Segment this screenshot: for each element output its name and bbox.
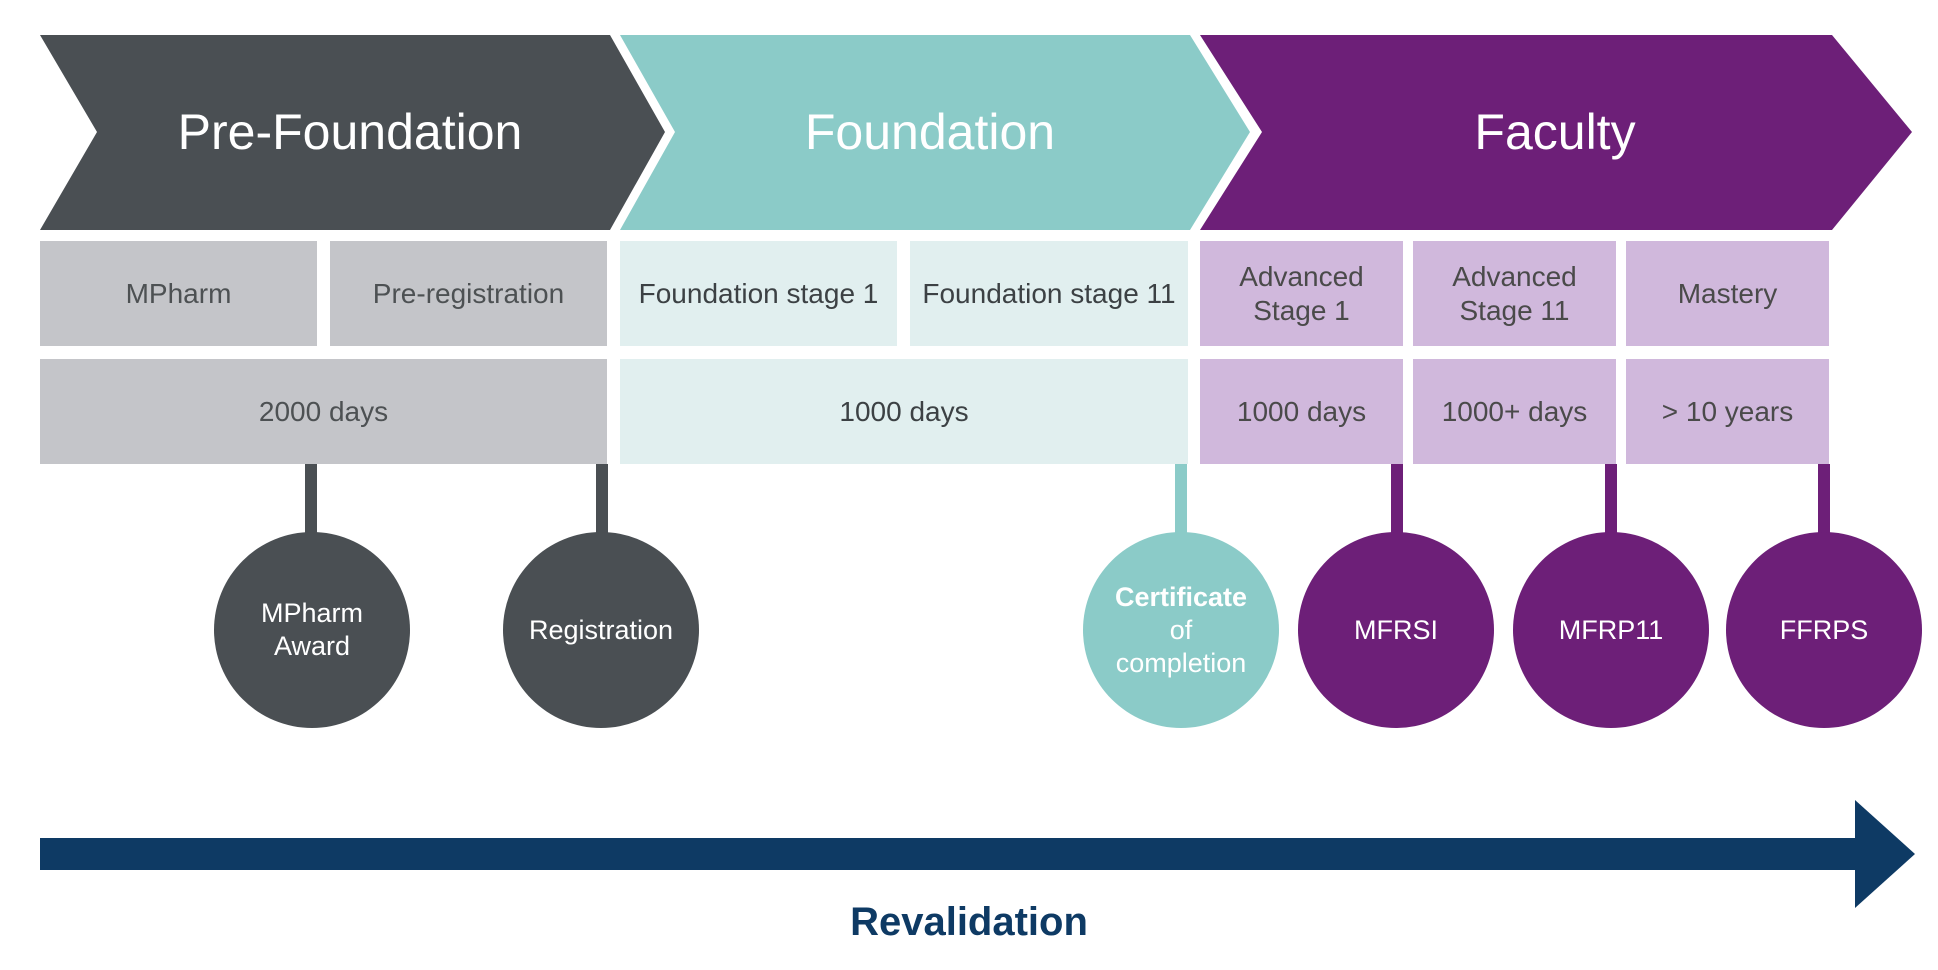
stage-label-line-2: Stage 11 [1459, 294, 1570, 326]
milestone-mfrsi: MFRSI [1298, 532, 1494, 728]
duration-advanced-1: 1000 days [1200, 359, 1403, 464]
milestone-label: FFRPS [1779, 614, 1869, 645]
stage-advanced-11: Advanced Stage 11 [1413, 241, 1616, 346]
revalidation-label: Revalidation [850, 900, 1088, 944]
stage-foundation-11: Foundation stage 11 [910, 241, 1188, 346]
duration-label: 2000 days [258, 395, 389, 427]
stem-mpharm-award [305, 464, 317, 540]
stage-label: Foundation stage 11 [922, 277, 1176, 309]
milestone-label: MFRP11 [1558, 614, 1664, 645]
milestone-label: Registration [528, 614, 674, 645]
phase-title-pre-foundation: Pre-Foundation [177, 104, 523, 160]
revalidation-arrow-head [1855, 800, 1915, 908]
stage-foundation-1: Foundation stage 1 [620, 241, 897, 346]
phase-chevrons [40, 35, 1912, 230]
faculty-chevron [1200, 35, 1912, 230]
duration-mastery: > 10 years [1626, 359, 1829, 464]
stage-label: MPharm [125, 277, 232, 309]
duration-foundation: 1000 days [620, 359, 1188, 464]
stage-label-line-2: Stage 1 [1253, 294, 1350, 326]
stage-label: Mastery [1677, 277, 1778, 309]
duration-pre-foundation: 2000 days [40, 359, 607, 464]
milestone-mfrp11: MFRP11 [1513, 532, 1709, 728]
duration-label: 1000 days [1236, 395, 1367, 427]
stage-mastery: Mastery [1626, 241, 1829, 346]
stage-advanced-1: Advanced Stage 1 [1200, 241, 1403, 346]
pre-foundation-chevron [40, 35, 665, 230]
revalidation-arrow-shaft [40, 838, 1860, 870]
stage-mpharm: MPharm [40, 241, 317, 346]
milestone-label-line-3: completion [1115, 647, 1247, 678]
stage-label: Pre-registration [372, 277, 565, 309]
phase-title-faculty: Faculty [1474, 104, 1636, 160]
stage-label-line-1: Advanced [1239, 260, 1364, 292]
stage-label-line-1: Advanced [1452, 260, 1577, 292]
milestone-ffrps: FFRPS [1726, 532, 1922, 728]
foundation-chevron [620, 35, 1250, 230]
duration-label: > 10 years [1661, 395, 1794, 427]
milestone-label-line-2: of [1169, 614, 1193, 645]
duration-advanced-11: 1000+ days [1413, 359, 1616, 464]
duration-label: 1000 days [839, 395, 969, 427]
stage-label: Foundation stage 1 [638, 277, 879, 309]
milestone-label: MFRSI [1354, 614, 1438, 645]
stem-mfrp11 [1605, 464, 1617, 540]
milestone-label-line-1: MPharm [260, 598, 363, 628]
revalidation-arrow [40, 800, 1915, 908]
stem-mfrsi [1391, 464, 1403, 540]
duration-label: 1000+ days [1441, 395, 1588, 427]
milestone-mpharm-award: MPharm Award [214, 532, 410, 728]
milestone-label-bold: Certificate [1114, 581, 1248, 612]
stem-ffrps [1818, 464, 1830, 540]
stem-certificate [1175, 464, 1187, 540]
milestone-registration: Registration [503, 532, 699, 728]
stage-pre-registration: Pre-registration [330, 241, 607, 346]
milestone-certificate-of-completion: Certificate of completion [1083, 532, 1279, 728]
stem-registration [596, 464, 608, 540]
phase-title-foundation: Foundation [804, 104, 1056, 160]
milestone-label-line-2: Award [273, 631, 351, 661]
